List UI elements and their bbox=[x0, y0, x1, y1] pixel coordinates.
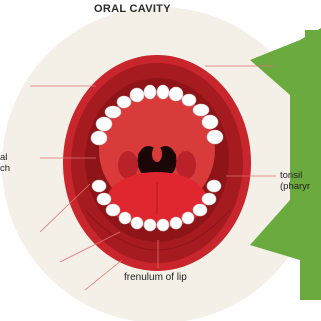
tonsil-left bbox=[118, 151, 138, 179]
tonsil-right bbox=[176, 151, 196, 179]
uvula bbox=[152, 146, 162, 162]
label-left-fragment-2: ch bbox=[0, 163, 10, 174]
label-left-fragment-1: al bbox=[0, 152, 7, 163]
label-tonsil: tonsil bbox=[280, 170, 302, 181]
label-pharynx-fragment: (pharyr bbox=[280, 181, 310, 192]
label-frenulum: frenulum of lip bbox=[124, 272, 187, 283]
diagram-title: ORAL CAVITY bbox=[94, 3, 171, 15]
